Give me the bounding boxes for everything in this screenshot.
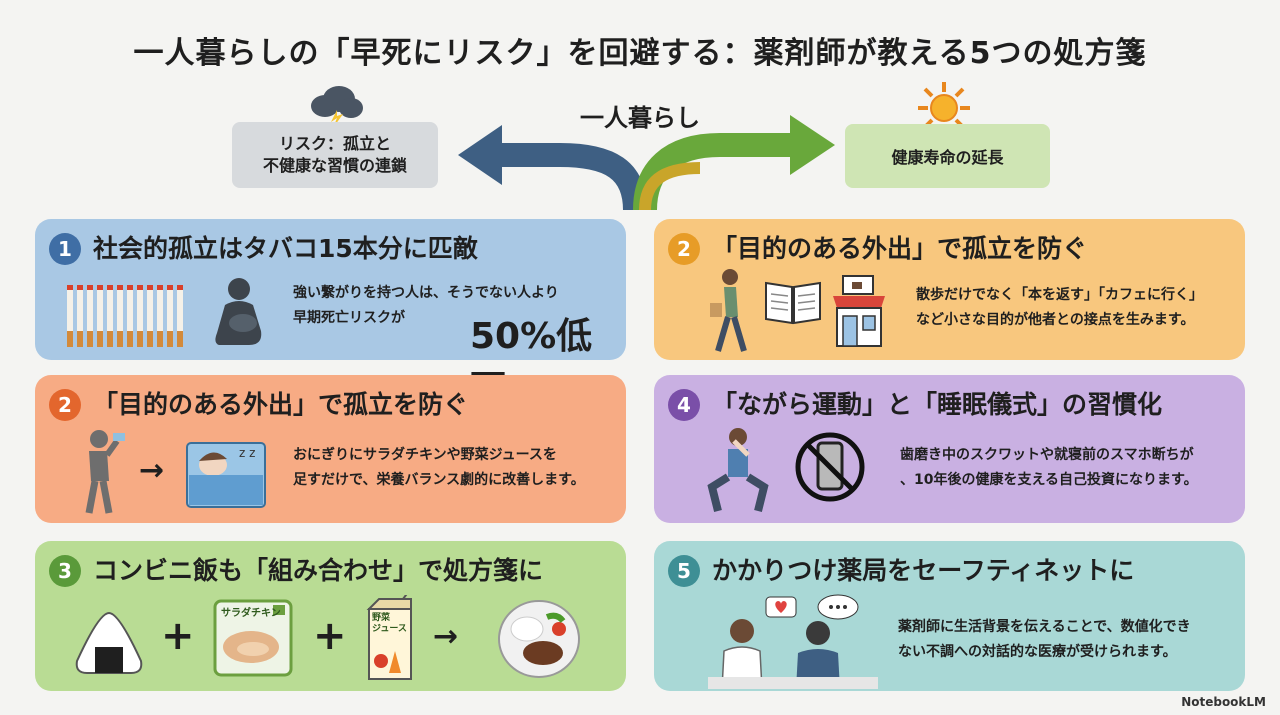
card-habits: 4 「ながら運動」と「睡眠儀式」の習慣化 歯磨き中のスクワットや就寝前のスマホ断… xyxy=(654,375,1245,523)
salad-chicken-icon xyxy=(213,599,293,677)
pharmacist-consultation-icon xyxy=(708,594,878,689)
book-icon xyxy=(765,281,821,325)
card-description: 薬剤師に生活背景を伝えることで、数値化でき ない不調への対話的な医療が受けられま… xyxy=(898,615,1191,664)
health-box: 健康寿命の延長 xyxy=(845,124,1050,188)
desc-line2: 、10年後の健康を支える自己投資になります。 xyxy=(900,471,1198,488)
page-title: 一人暮らしの「早死にリスク」を回避する：薬剤師が教える5つの処方箋 xyxy=(133,36,1147,71)
card-convenience-food: 3 コンビニ飯も「組み合わせ」で処方箋に + サラダチキン + 野菜 ジュース … xyxy=(35,541,626,691)
cigarettes-icon xyxy=(67,285,183,347)
arrow-icon: → xyxy=(433,619,459,654)
juice-label-line2: ジュース xyxy=(372,623,407,634)
card-social-isolation: 1 社会的孤立はタバコ15本分に匹敵 強い繋がりを持つ人は、そうでない人より 早… xyxy=(35,219,626,409)
squatting-person-icon xyxy=(707,428,769,512)
card-number: 1 xyxy=(49,233,81,265)
vegetable-juice-icon xyxy=(366,595,412,680)
desc-line1: 歯磨き中のスクワットや就寝前のスマホ断ちが xyxy=(900,447,1194,463)
cafe-icon xyxy=(833,275,885,347)
juice-label-line1: 野菜 xyxy=(372,613,391,623)
hero-center-label: 一人暮らし xyxy=(580,104,700,132)
card-nutrition: 2 「目的のある外出」で孤立を防ぐ → z z おにぎりにサラダチキンや野菜ジュ… xyxy=(35,375,626,523)
card-description: 強い繋がりを持つ人は、そうでない人より 早期死亡リスクが xyxy=(293,281,559,330)
card-description: 散歩だけでなく「本を返す」「カフェに行く」 など小さな目的が他者との接点を生みま… xyxy=(916,283,1203,332)
card-pharmacy: 5 かかりつけ薬局をセーフティネットに 薬剤師に生活背景を伝えることで、数値化で… xyxy=(654,541,1245,691)
desc-line2: など小さな目的が他者との接点を生みます。 xyxy=(916,311,1195,328)
risk-box: リスク：孤立と 不健康な習慣の連鎖 xyxy=(232,122,438,188)
card-heading: コンビニ飯も「組み合わせ」で処方箋に xyxy=(93,556,544,585)
plus-icon: + xyxy=(161,613,195,659)
onigiri-icon xyxy=(75,611,143,674)
card-purposeful-outing: 2 「目的のある外出」で孤立を防ぐ 散歩だけでなく「本を返す」「カフェに行く」 … xyxy=(654,219,1245,360)
svg-text:z z: z z xyxy=(239,446,255,460)
fork-arrows xyxy=(458,115,835,211)
card-description: 歯磨き中のスクワットや就寝前のスマホ断ちが 、10年後の健康を支える自己投資にな… xyxy=(900,443,1198,492)
desc-line1: 薬剤師に生活背景を伝えることで、数値化でき xyxy=(898,619,1191,635)
vegetable-juice-label: 野菜 ジュース xyxy=(372,613,407,635)
card-number: 3 xyxy=(49,555,81,587)
desc-line2: 足すだけで、栄養バランス劇的に改善します。 xyxy=(293,471,585,488)
drinking-person-icon xyxy=(85,430,125,514)
storm-cloud-icon xyxy=(311,86,363,124)
no-phone-icon xyxy=(795,432,865,502)
card-description: おにぎりにサラダチキンや野菜ジュースを 足すだけで、栄養バランス劇的に改善します… xyxy=(293,443,585,492)
card-number: 4 xyxy=(668,389,700,421)
card-heading: 社会的孤立はタバコ15本分に匹敵 xyxy=(93,234,478,263)
desc-line1: 強い繋がりを持つ人は、そうでない人より xyxy=(293,285,559,301)
risk-line1: リスク：孤立と xyxy=(278,134,391,154)
card-number: 2 xyxy=(49,389,81,421)
card-heading: 「目的のある外出」で孤立を防ぐ xyxy=(93,390,469,419)
card-number: 5 xyxy=(668,555,700,587)
walking-person-icon xyxy=(710,269,747,352)
sleeping-person-icon: z z xyxy=(186,442,266,508)
card-number: 2 xyxy=(668,233,700,265)
salad-chicken-label: サラダチキン xyxy=(221,608,281,619)
card-heading: 「目的のある外出」で孤立を防ぐ xyxy=(712,234,1088,263)
desc-line2: 早期死亡リスクが xyxy=(293,309,405,326)
plus-icon: + xyxy=(313,613,347,659)
brand-footer: NotebookLM xyxy=(1181,695,1266,709)
desc-line1: おにぎりにサラダチキンや野菜ジュースを xyxy=(293,447,557,463)
meal-plate-icon xyxy=(498,600,580,678)
card-heading: 「ながら運動」と「睡眠儀式」の習慣化 xyxy=(712,390,1163,419)
card-heading: かかりつけ薬局をセーフティネットに xyxy=(712,556,1135,585)
risk-line2: 不健康な習慣の連鎖 xyxy=(262,156,407,175)
desc-line1: 散歩だけでなく「本を返す」「カフェに行く」 xyxy=(916,287,1203,303)
desc-line2: ない不調への対話的な医療が受けられます。 xyxy=(898,643,1177,660)
arrow-icon: → xyxy=(139,453,165,488)
lonely-person-icon xyxy=(215,278,262,345)
